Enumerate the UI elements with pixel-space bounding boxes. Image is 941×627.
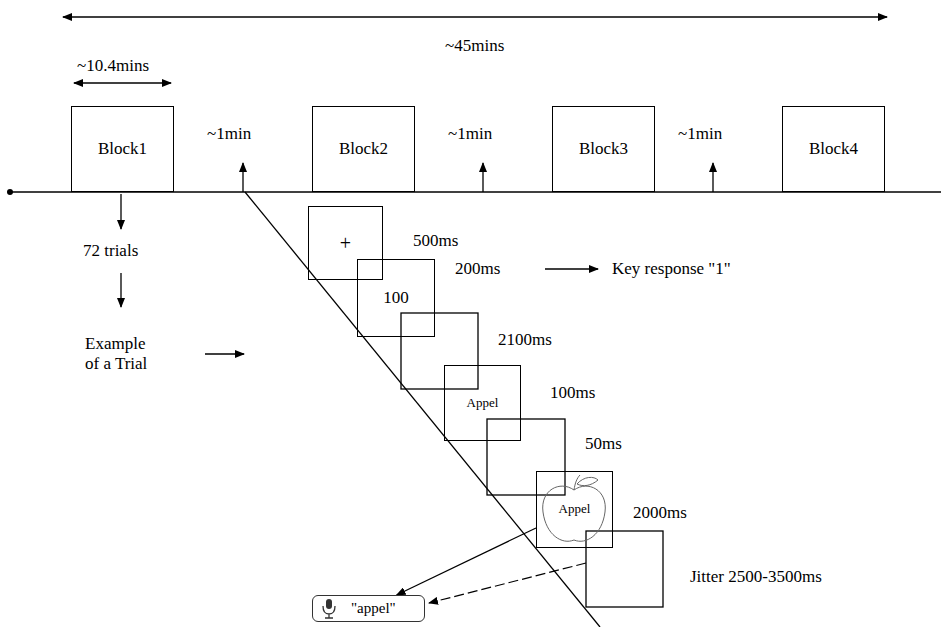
number-screen: 100 xyxy=(357,259,435,337)
right-arrow xyxy=(205,353,244,354)
block-duration-arrow xyxy=(74,82,171,83)
break-arrow xyxy=(482,163,483,192)
break-label: ~1min xyxy=(448,124,492,144)
node-text: Block1 xyxy=(98,140,147,159)
down-arrow xyxy=(120,194,121,229)
timing-label: 50ms xyxy=(585,434,622,454)
connector-arrow xyxy=(397,528,536,595)
down-arrow xyxy=(120,273,121,307)
duration-label: ~10.4mins xyxy=(77,56,149,76)
node-text: "appel" xyxy=(351,600,396,617)
timing-label: Jitter 2500-3500ms xyxy=(690,567,822,587)
voice-arrow xyxy=(429,563,586,603)
node-text: Block2 xyxy=(339,140,388,159)
microphone-icon xyxy=(323,606,335,618)
break-arrow xyxy=(712,163,713,192)
break-label: ~1min xyxy=(678,124,722,144)
node-text: Appel xyxy=(467,396,499,410)
picture-word-screen: Appel xyxy=(536,471,613,548)
apple-leaf xyxy=(577,477,598,485)
timing-label: 2100ms xyxy=(498,330,552,350)
timing-label: 100ms xyxy=(550,383,595,403)
timing-label: 2000ms xyxy=(633,503,687,523)
fixation-screen: + xyxy=(308,206,383,280)
voice-bubble: "appel" xyxy=(312,595,425,622)
note-label: Example of a Trial xyxy=(85,334,157,373)
break-arrow xyxy=(242,163,243,192)
trial-count-label: 72 trials xyxy=(83,241,138,261)
apple-outline xyxy=(543,486,606,541)
microphone-icon xyxy=(326,599,332,609)
node-text: Block3 xyxy=(579,140,628,159)
node-text: 100 xyxy=(383,289,409,308)
block-box: Block2 xyxy=(312,106,415,192)
key-response-arrow xyxy=(545,268,598,269)
node-text: Appel xyxy=(559,502,591,516)
total-duration-arrow xyxy=(63,16,887,18)
blank-screen xyxy=(586,531,663,607)
duration-label: ~45mins xyxy=(445,36,504,56)
block-box: Block4 xyxy=(782,106,885,192)
blank-screen xyxy=(487,419,565,495)
response-label: Key response "1" xyxy=(612,259,731,279)
word-screen: Appel xyxy=(444,365,521,441)
node-text: + xyxy=(340,232,351,254)
timing-label: 200ms xyxy=(455,259,500,279)
timing-label: 500ms xyxy=(413,231,458,251)
blank-screen xyxy=(401,313,478,389)
break-label: ~1min xyxy=(207,124,251,144)
node-text: Block4 xyxy=(809,140,858,159)
block-box: Block1 xyxy=(71,106,174,192)
block-box: Block3 xyxy=(552,106,655,192)
trial-diagonal xyxy=(245,192,600,627)
timeline-start-dot xyxy=(7,189,13,195)
